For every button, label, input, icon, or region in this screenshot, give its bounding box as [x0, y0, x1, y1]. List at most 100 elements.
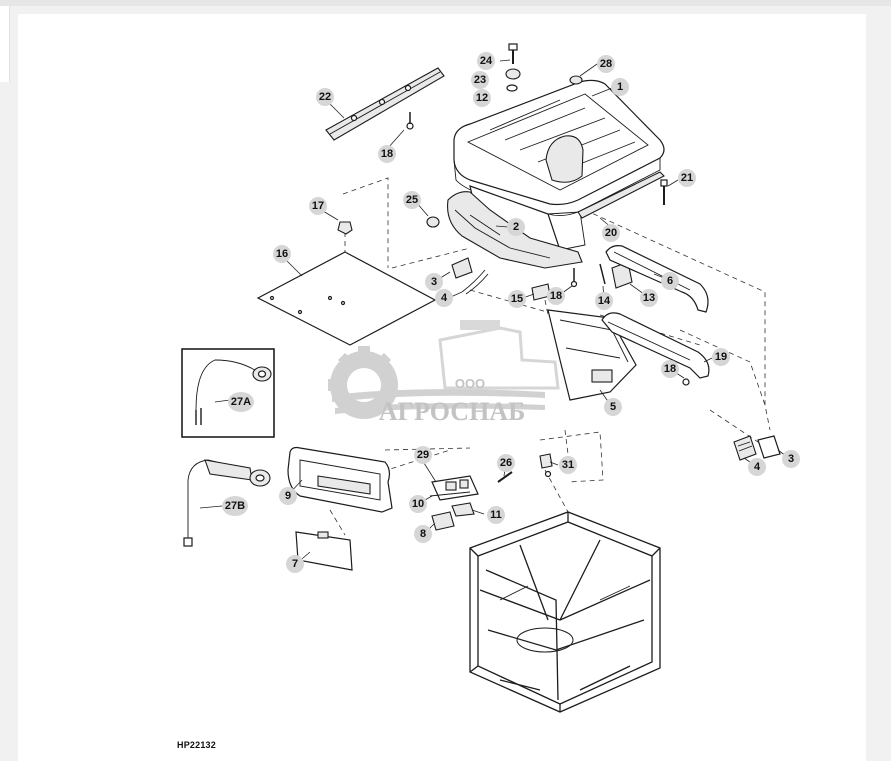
svg-text:14: 14	[598, 295, 611, 307]
callout-4-lower: 4	[748, 458, 766, 476]
svg-text:4: 4	[441, 292, 448, 304]
part-rail-22	[325, 67, 445, 141]
part-screw-21	[660, 179, 668, 205]
callout-29: 29	[414, 446, 432, 464]
callout-4: 4	[435, 289, 453, 307]
callout-15: 15	[508, 290, 526, 308]
part-rain-strip	[577, 171, 665, 219]
diagram-card	[18, 14, 866, 761]
callout-27a: 27A	[228, 392, 254, 412]
svg-text:5: 5	[610, 401, 616, 413]
callout-24: 24	[477, 52, 495, 70]
callout-5: 5	[604, 398, 622, 416]
svg-text:3: 3	[431, 276, 437, 288]
svg-text:4: 4	[754, 461, 761, 473]
svg-text:1: 1	[617, 81, 623, 93]
svg-text:2: 2	[513, 221, 519, 233]
svg-text:9: 9	[285, 490, 291, 502]
part-plug-25	[426, 216, 440, 228]
callout-19: 19	[712, 348, 730, 366]
callout-14: 14	[595, 292, 613, 310]
part-tray-9	[287, 446, 393, 513]
callout-18-upper: 18	[378, 145, 396, 163]
part-cable-27b	[183, 459, 271, 547]
part-clip-3-lower	[757, 435, 781, 459]
sidebar-edge	[0, 6, 10, 82]
callout-16: 16	[273, 245, 291, 263]
part-switch-panel-29	[431, 475, 479, 501]
part-plug-28	[569, 75, 583, 85]
callout-17: 17	[309, 197, 327, 215]
part-clip-4-upper	[461, 269, 489, 295]
svg-text:12: 12	[476, 92, 488, 104]
part-cable-27a	[195, 359, 272, 425]
svg-text:18: 18	[550, 290, 562, 302]
callout-25: 25	[403, 191, 421, 209]
watermark-small-text: ООО	[455, 376, 485, 391]
watermark-tractor-icon	[438, 326, 560, 390]
svg-text:15: 15	[511, 293, 523, 305]
callout-3-lower: 3	[782, 450, 800, 468]
part-handle-19	[601, 312, 710, 379]
callout-22: 22	[316, 88, 334, 106]
callout-28: 28	[597, 55, 615, 73]
watermark-field-stripes	[332, 389, 545, 402]
part-connector-31	[539, 453, 553, 478]
part-cap-23	[505, 68, 521, 80]
callout-3: 3	[425, 273, 443, 291]
part-bolt-18-upper	[406, 112, 414, 130]
svg-text:23: 23	[474, 74, 486, 86]
part-bolt-18-right	[682, 378, 690, 386]
callout-18-right: 18	[661, 360, 679, 378]
part-panel-16	[256, 251, 437, 346]
svg-text:18: 18	[381, 148, 393, 160]
drawing-code: HP22132	[177, 740, 216, 750]
callout-23: 23	[471, 71, 489, 89]
svg-text:25: 25	[406, 194, 418, 206]
svg-text:8: 8	[420, 528, 426, 540]
callout-21: 21	[678, 169, 696, 187]
svg-text:19: 19	[715, 351, 727, 363]
part-bolt-18-mid	[570, 268, 578, 288]
svg-text:11: 11	[490, 509, 502, 521]
part-screw-26	[497, 471, 513, 483]
part-clip-3-upper	[451, 257, 473, 279]
watermark-gear-icon	[328, 346, 398, 419]
svg-text:31: 31	[562, 459, 574, 471]
top-strip	[0, 0, 891, 6]
part-lens-7	[295, 531, 353, 571]
svg-text:24: 24	[480, 55, 493, 67]
svg-text:21: 21	[681, 172, 693, 184]
part-nut-17	[337, 221, 353, 235]
callout-2: 2	[507, 218, 525, 236]
svg-text:7: 7	[292, 558, 298, 570]
callouts: 1 2 3 3 4 4 5 6 7 8 9 10 11 12 13 14 15 …	[222, 52, 800, 573]
callout-12: 12	[473, 89, 491, 107]
svg-text:27A: 27A	[231, 396, 251, 408]
svg-text:16: 16	[276, 248, 288, 260]
callout-8: 8	[414, 525, 432, 543]
part-screw-14	[599, 263, 606, 285]
callout-18-mid: 18	[547, 287, 565, 305]
part-clip-4-lower	[733, 435, 757, 461]
callout-20: 20	[602, 224, 620, 242]
callout-27b: 27B	[222, 496, 248, 516]
part-roof-cover	[453, 79, 665, 251]
svg-text:29: 29	[417, 449, 429, 461]
svg-text:17: 17	[312, 200, 324, 212]
svg-text:26: 26	[500, 457, 512, 469]
callout-7: 7	[286, 555, 304, 573]
part-switch-8	[431, 511, 455, 531]
svg-text:20: 20	[605, 227, 617, 239]
svg-text:10: 10	[412, 498, 424, 510]
cab-frame	[469, 511, 661, 713]
part-bracket-10	[429, 491, 471, 497]
svg-text:13: 13	[643, 292, 655, 304]
callout-13: 13	[640, 289, 658, 307]
callout-9: 9	[279, 487, 297, 505]
part-washer-12	[506, 84, 518, 92]
watermark: ООО АГРОСНАБ	[328, 320, 560, 426]
inset-box-27a	[181, 348, 275, 438]
svg-text:28: 28	[600, 58, 612, 70]
